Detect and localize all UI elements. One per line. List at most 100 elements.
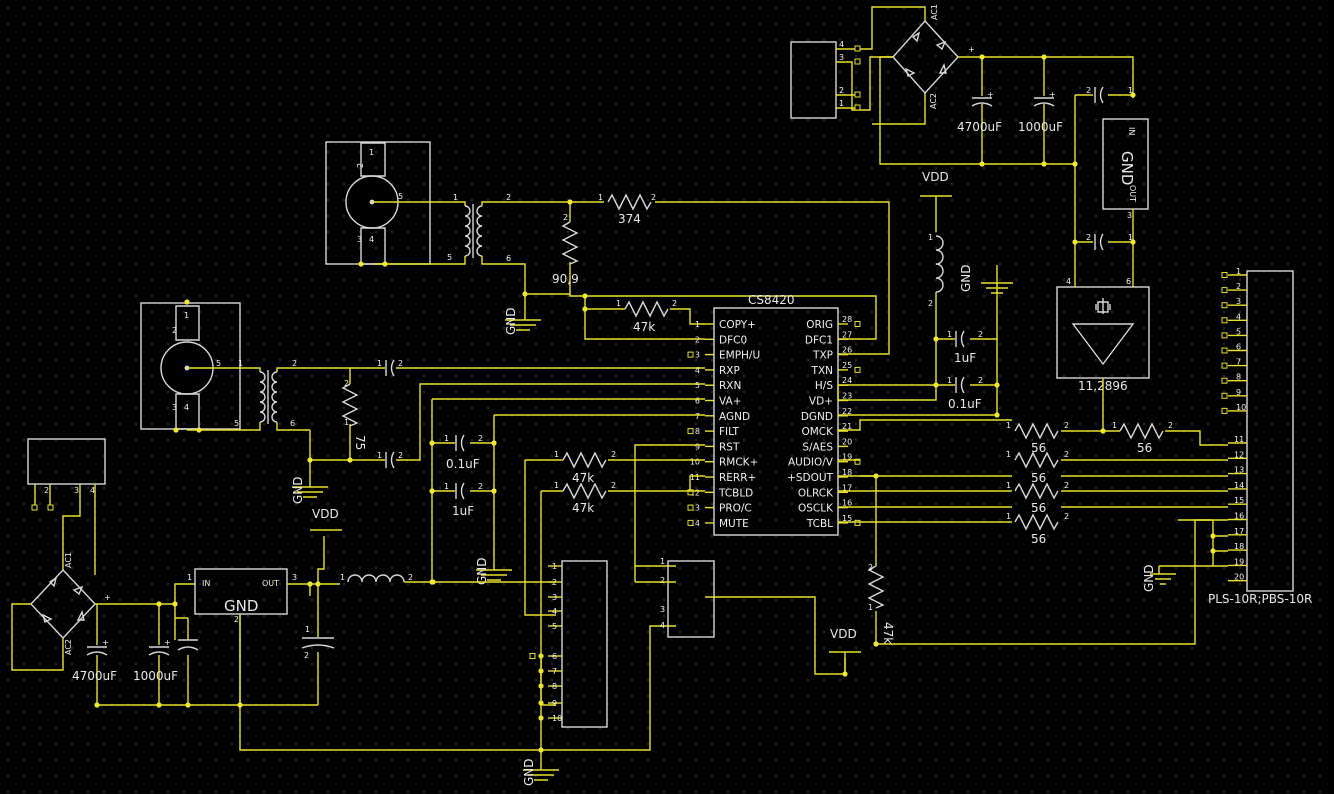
ic-pin-name-2: DFC0 [719,334,747,346]
conn-pin-1: 1 [1236,267,1241,276]
svg-text:1: 1 [1112,421,1117,430]
svg-text:+: + [987,90,994,99]
ic-pin-num-3: 3 [695,351,700,360]
connector-name: PLS-10R;PBS-10R [1208,592,1312,606]
gnd-3: GND [475,557,489,585]
svg-text:2: 2 [344,379,349,388]
ic-pin-name-8: FILT [719,426,740,438]
gnd-5: GND [959,264,973,292]
svg-text:4: 4 [184,403,189,412]
c01b-label: 0.1uF [948,397,982,411]
svg-text:1: 1 [868,603,873,612]
hdr-pin-9: 9 [552,699,557,708]
svg-text:3: 3 [660,605,665,614]
c1a-label: 1uF [452,504,474,518]
hdr-pin-5: 5 [552,622,557,631]
svg-text:1: 1 [660,557,665,566]
ic-pin-num-9: 9 [695,442,700,451]
ic-pin-name-19: AUDIO/V [788,457,834,469]
svg-text:+: + [1049,90,1056,99]
svg-text:2: 2 [1064,512,1069,521]
r47k-top-label: 47k [633,320,655,334]
svg-text:5: 5 [398,192,403,201]
ac2-label: AC2 [929,93,938,109]
svg-text:2: 2 [1064,421,1069,430]
svg-text:1: 1 [238,359,243,368]
ic-pin-num-28: 28 [842,315,852,324]
hdr-pin-4: 4 [552,607,557,616]
cap-4700-bot-label: 4700uF [72,669,117,683]
vdd-top-label: VDD [922,170,949,184]
ic-pin-num-24: 24 [842,376,852,385]
ic-pin-name-28: ORIG [806,319,833,331]
svg-text:1: 1 [369,148,374,157]
r47k-v-label: 47k [881,622,895,644]
ic-pin-name-18: +SDOUT [787,472,833,484]
ic-pin-name-9: RST [719,441,740,453]
svg-text:4: 4 [660,621,665,630]
svg-text:2: 2 [839,86,844,95]
ic-pin-num-25: 25 [842,361,852,370]
svg-text:2: 2 [478,482,483,491]
svg-text:3: 3 [1127,211,1132,220]
ic-pin-name-14: MUTE [719,518,749,530]
svg-text:1: 1 [377,451,382,460]
ic-pin-name-11: RERR+ [719,472,756,484]
top-power-supply: 43 21 AC1 AC2 -+ ++ 4700uF 1000uF GND IN… [790,4,1149,287]
ic-pin-num-1: 1 [695,320,700,329]
ic-pin-name-12: TCBLD [718,487,753,499]
svg-text:1: 1 [1128,86,1133,95]
svg-text:6: 6 [506,254,511,263]
svg-text:1: 1 [453,193,458,202]
svg-text:2: 2 [1064,481,1069,490]
svg-text:4: 4 [1066,277,1071,286]
svg-text:-: - [898,45,901,54]
ic-pin-name-13: PRO/C [719,503,752,515]
r909-label: 90,9 [552,272,579,286]
conn-pin-2: 2 [1236,282,1241,291]
ac1-b: AC1 [64,552,73,568]
ic-pin-name-10: RMCK+ [719,457,758,469]
hdr-pin-10: 10 [552,714,562,723]
svg-text:6: 6 [290,419,295,428]
svg-text:1: 1 [187,573,192,582]
svg-text:1: 1 [1006,512,1011,521]
ac2-b: AC2 [64,639,73,655]
conn-pin-7: 7 [1236,358,1241,367]
bot-reg-out: OUT [262,579,279,588]
svg-text:1: 1 [554,481,559,490]
svg-text:1: 1 [947,376,952,385]
top-regulator [1102,118,1149,210]
hdr-pin-6: 6 [552,652,557,661]
svg-text:2: 2 [44,486,49,495]
vdd-mid-label: VDD [830,627,857,641]
block-4pin: 12 34 [634,557,846,675]
gnd-4: GND [522,758,536,786]
conn-pin-20: 20 [1234,573,1244,582]
svg-text:1: 1 [377,359,382,368]
conn-pin-16: 16 [1234,512,1244,521]
conn-pin-9: 9 [1236,388,1241,397]
cap-1000-bot-label: 1000uF [133,669,178,683]
gnd-1: GND [504,307,518,335]
svg-text:2: 2 [506,193,511,202]
top-reg-gnd: GND [1118,151,1136,185]
svg-text:2: 2 [651,193,656,202]
c01a-label: 0.1uF [446,457,480,471]
svg-text:2: 2 [398,451,403,460]
svg-text:1: 1 [305,625,310,634]
ic-pin-num-19: 19 [842,453,852,462]
ic-pin-num-16: 16 [842,499,852,508]
conn-pin-15: 15 [1234,496,1244,505]
svg-text:2: 2 [478,434,483,443]
svg-text:2: 2 [978,330,983,339]
svg-text:5: 5 [216,359,221,368]
conn-pin-8: 8 [1236,373,1241,382]
svg-text:2: 2 [868,563,873,572]
hdr-pin-7: 7 [552,667,557,676]
svg-text:4: 4 [369,235,374,244]
